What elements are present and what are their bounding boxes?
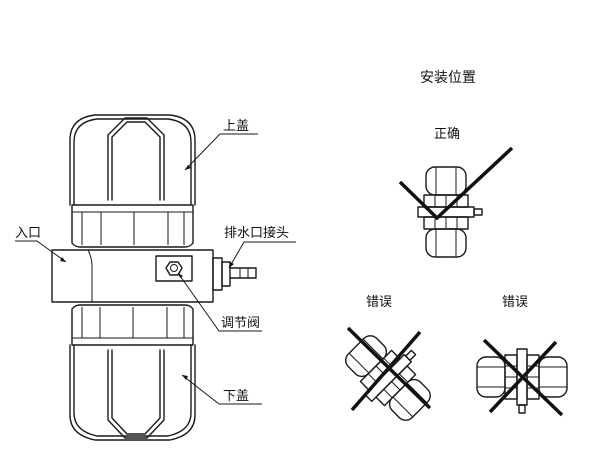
label-correct: 正确 xyxy=(434,127,460,142)
body-drawing xyxy=(51,249,257,303)
leader-bottom-cover xyxy=(181,374,262,405)
leader-top-cover xyxy=(184,133,258,171)
label-bottom-cover: 下盖 xyxy=(223,389,249,404)
installation-title: 安装位置 xyxy=(420,70,476,86)
leader-adjust-valve xyxy=(177,272,262,332)
label-drain-connector: 排水口接头 xyxy=(224,225,289,241)
bottom-nut-drawing xyxy=(71,304,194,346)
check-mark-icon xyxy=(398,146,514,221)
wrong-tilted-device xyxy=(335,320,446,431)
top-cover-drawing xyxy=(69,114,196,206)
label-inlet: 入口 xyxy=(15,226,41,241)
label-top-cover: 上盖 xyxy=(223,119,249,134)
cross-mark-icon xyxy=(346,326,432,412)
leader-inlet xyxy=(15,240,67,263)
wrong-horizontal-device xyxy=(476,348,568,414)
leader-drain-connector xyxy=(228,241,296,269)
bottom-cover-drawing xyxy=(69,344,196,441)
top-nut-drawing xyxy=(71,204,194,248)
label-wrong-tilted: 错误 xyxy=(366,295,392,310)
label-adjust-valve: 调节阀 xyxy=(221,316,260,331)
correct-orientation-device xyxy=(417,166,483,258)
label-wrong-horizontal: 错误 xyxy=(502,295,528,310)
cross-mark-icon xyxy=(482,338,564,417)
main-device-drawing xyxy=(51,114,257,441)
